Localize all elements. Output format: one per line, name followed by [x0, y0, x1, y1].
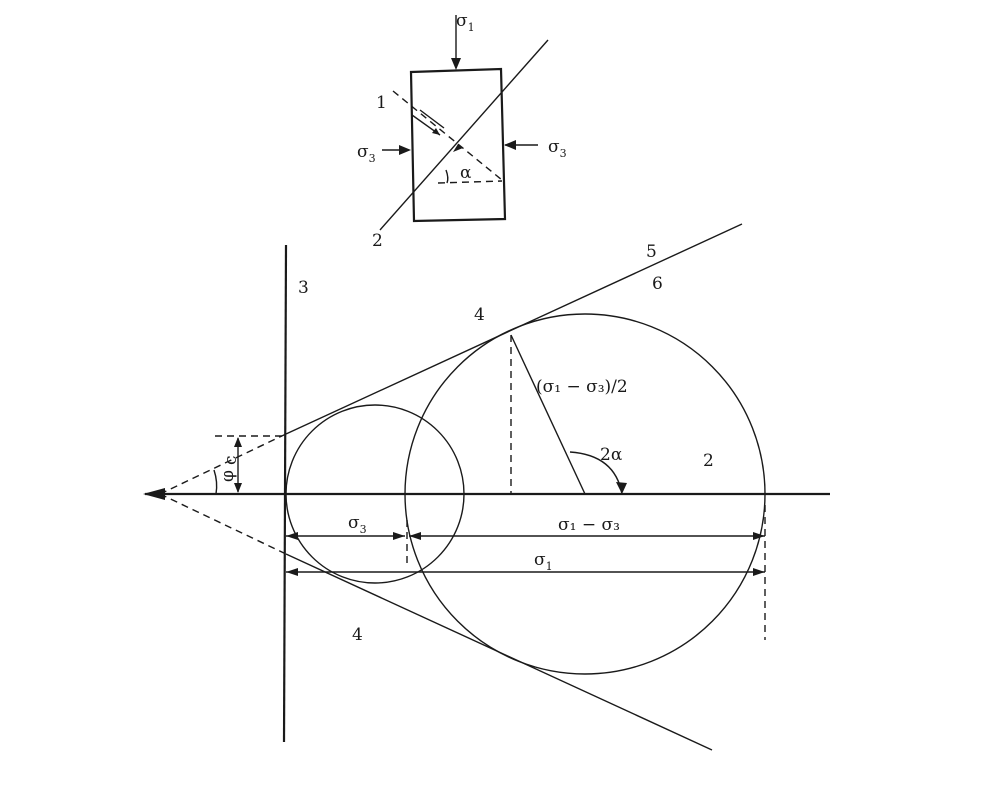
marker-6: 6	[652, 274, 663, 294]
marker-5: 5	[646, 242, 657, 262]
sigma1-dim-arrow-right	[753, 568, 765, 576]
diff-dim-arrow-right	[753, 532, 765, 540]
alpha-label: α	[460, 163, 472, 183]
plane-normal-dashed	[392, 90, 503, 181]
two-alpha-arrowhead	[616, 482, 627, 494]
origin-arrowhead	[143, 488, 165, 500]
two-alpha-label: 2α	[600, 445, 623, 465]
marker-3: 3	[298, 278, 309, 298]
phi-label: φ	[218, 470, 238, 482]
c-label: c	[221, 455, 241, 465]
radius-label: (σ₁ − σ₃)/2	[536, 377, 628, 397]
failure-envelope-upper	[285, 223, 743, 435]
marker-4-lower: 4	[352, 625, 363, 645]
shear-arrow-2	[419, 109, 445, 129]
alpha-reference-dashed	[437, 180, 503, 184]
sigma3-dim-arrow-right	[393, 532, 405, 540]
sigma3-left-arrowhead	[399, 145, 411, 155]
plane-arrowhead	[453, 144, 463, 152]
sigma1-label: σ1	[456, 11, 475, 34]
failure-envelope-lower	[285, 553, 713, 751]
specimen-block	[409, 67, 507, 223]
failure-plane-line	[379, 39, 549, 231]
marker-4-upper: 4	[474, 305, 485, 325]
marker-2-specimen: 2	[372, 231, 383, 251]
sigma1-arrowhead	[451, 58, 461, 70]
envelope-lower-dashed	[159, 493, 287, 555]
sigma3-left-label: σ3	[357, 142, 376, 165]
diff-dim-arrow-left	[409, 532, 421, 540]
sigma3-right-label: σ3	[548, 137, 567, 160]
marker-2-mohr: 2	[703, 451, 714, 471]
alpha-arc	[445, 169, 449, 184]
specimen-figure: σ1 σ3 σ3 α 1 2	[357, 11, 567, 251]
phi-arc	[213, 469, 218, 495]
marker-1: 1	[376, 93, 387, 113]
mohr-circle-small	[285, 404, 465, 584]
cohesion-arrow-bottom	[234, 483, 242, 493]
mohr-circle-large	[404, 313, 766, 675]
sigma3-right-arrowhead	[504, 140, 516, 150]
sigma1-dim-arrow-left	[286, 568, 298, 576]
sigma3-dim-label: σ3	[348, 513, 367, 536]
diff-dim-label: σ₁ − σ₃	[558, 515, 620, 535]
sigma1-dim-label: σ1	[534, 550, 553, 573]
sigma3-dim-arrow-left	[286, 532, 298, 540]
radius-line	[510, 334, 586, 495]
mohr-diagram: 3 4 4 5 6 2 (σ₁ − σ₃)/2 2α φ c σ3 σ₁ − σ…	[143, 223, 830, 751]
cohesion-arrow-top	[234, 437, 242, 447]
shear-arrowhead	[432, 128, 440, 135]
